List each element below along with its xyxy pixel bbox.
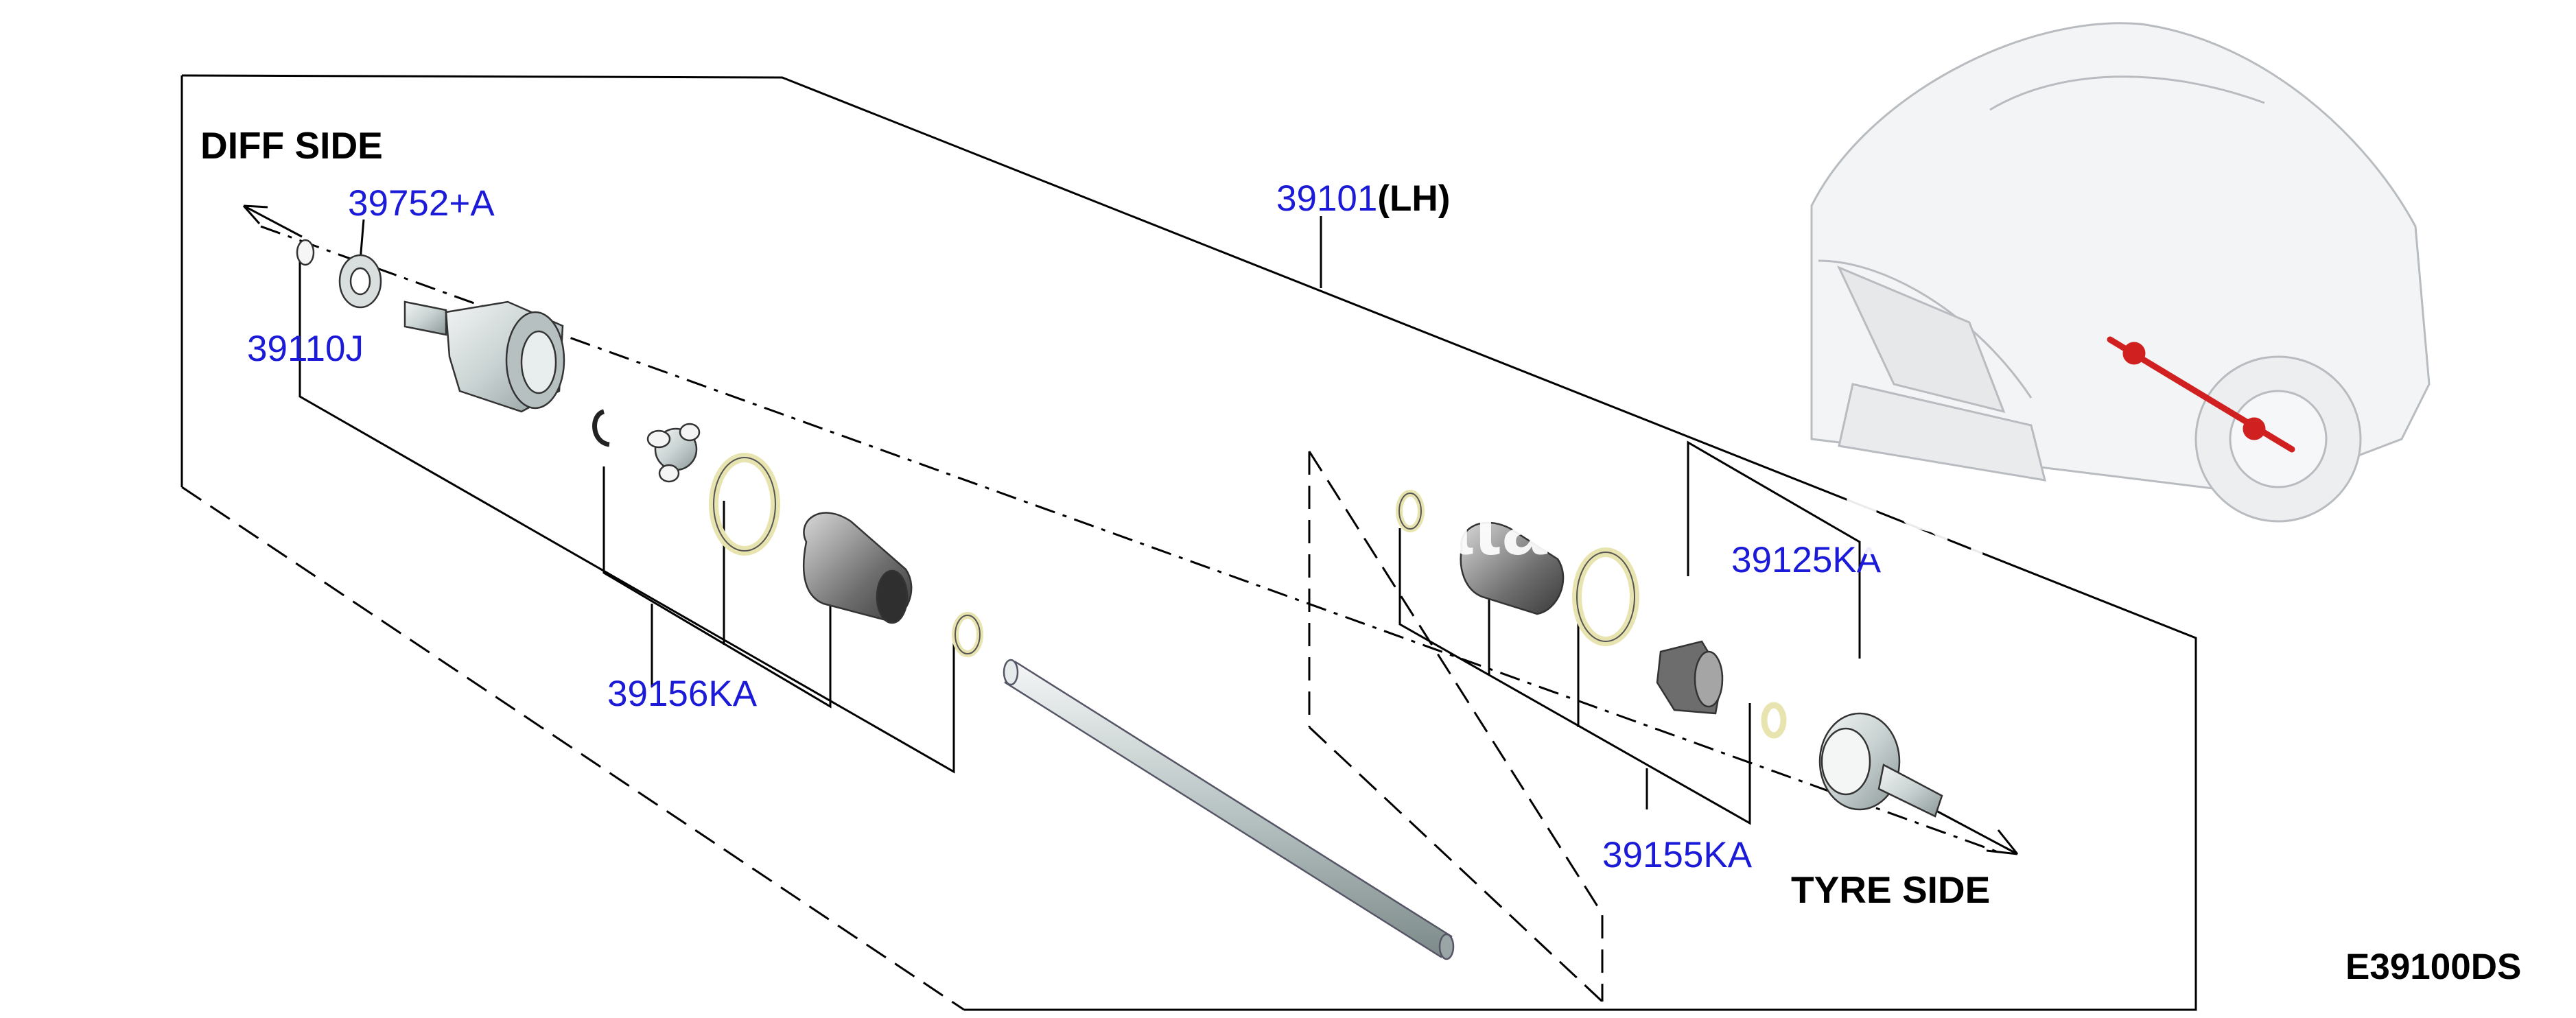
leader-lines [298, 216, 1861, 825]
inner-boot [802, 512, 913, 624]
outer-joint-inner-race [1656, 640, 1724, 715]
part-number-39156KA[interactable]: 39156KA [607, 674, 758, 714]
diff-side-label: DIFF SIDE [200, 124, 383, 167]
outer-boot [1460, 521, 1565, 615]
part-number-39101-text[interactable]: 39101 [1276, 178, 1378, 219]
tyre-side-components [1396, 490, 1943, 818]
car-icon [1810, 22, 2431, 523]
part-number-39155KA[interactable]: 39155KA [1602, 835, 1753, 875]
part-number-39101[interactable]: 39101(LH) [1276, 180, 1450, 217]
outer-joint-housing [1818, 712, 1943, 818]
part-number-39752[interactable]: 39752+A [348, 183, 495, 224]
assembly-outline [180, 74, 2197, 1011]
diff-side-components [296, 239, 983, 657]
watermark-left: ata [1427, 482, 1549, 572]
car-drive-shaft-highlight [2107, 336, 2295, 453]
nut-39752 [338, 254, 382, 309]
circlip-tyre [1761, 702, 1787, 739]
circlip [592, 409, 610, 447]
cap-39110J [296, 239, 315, 266]
part-number-39110J[interactable]: 39110J [247, 329, 364, 369]
tyre-side-label: TYRE SIDE [1791, 868, 1991, 911]
part-number-39125KA[interactable]: 39125KA [1731, 540, 1882, 580]
tripod [646, 423, 701, 483]
inner-joint-housing [403, 300, 565, 413]
drive-shaft [1003, 659, 1455, 960]
arrow-left-icon [242, 204, 303, 238]
figure-code: E39100DS [2345, 947, 2522, 987]
tyre-side-subassembly-outline [1308, 451, 1604, 1003]
part-side-suffix: (LH) [1377, 178, 1451, 219]
watermark-right: TSTORE [1846, 482, 2181, 572]
